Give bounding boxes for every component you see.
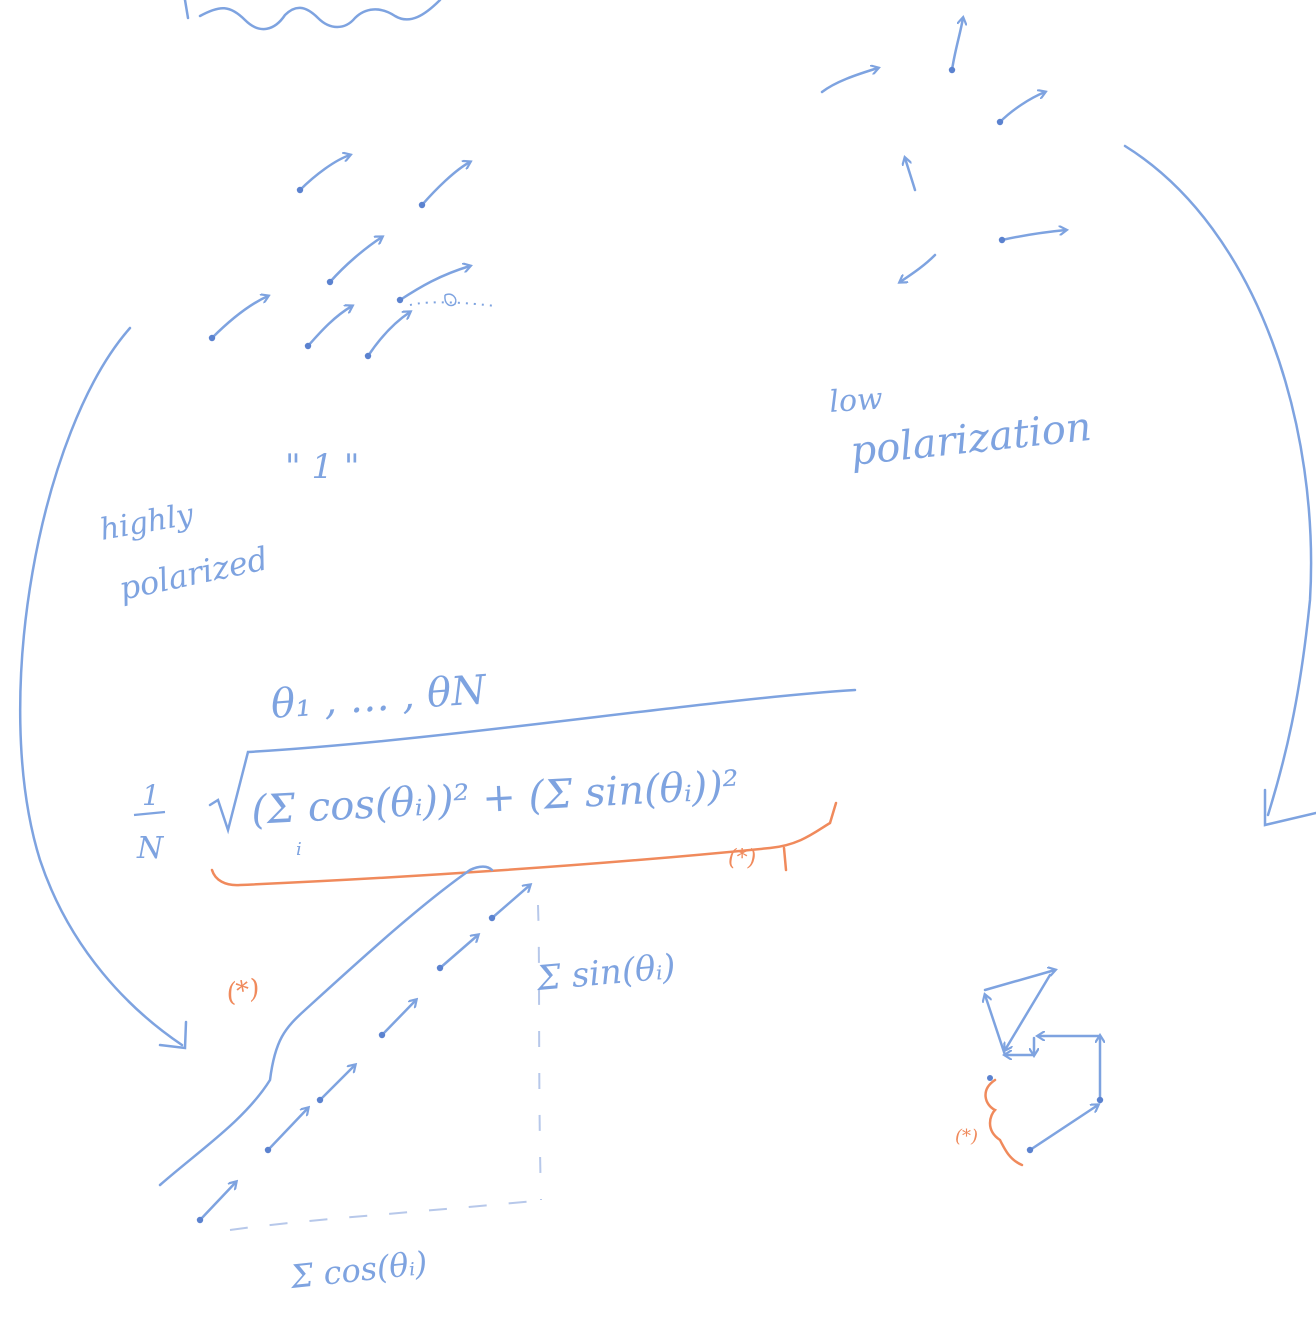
aligned-vector — [368, 312, 410, 356]
chained-vector — [320, 1065, 355, 1100]
one-quoted-label: " 1 " — [285, 447, 360, 487]
walk-step — [1005, 973, 1052, 1050]
orange-tail — [782, 846, 788, 872]
walk-step — [983, 970, 1055, 992]
chained-vectors — [200, 885, 530, 1220]
random-walk — [985, 970, 1100, 1150]
low-label-line2: polarization — [848, 404, 1093, 475]
angle-dotted-line — [409, 301, 496, 307]
chained-vector — [382, 1000, 416, 1035]
highly-label-line2: polarized — [116, 539, 271, 608]
fraction-denominator: N — [136, 831, 165, 866]
walk-step — [985, 995, 1007, 1057]
formula-body: (Σ cos(θᵢ))² + (Σ sin(θᵢ))² — [250, 762, 740, 833]
sum-index: i — [296, 839, 302, 860]
fraction-numerator: 1 — [142, 779, 160, 812]
chained-vector — [268, 1108, 308, 1150]
cos-sum-label: Σ cos(θᵢ) — [288, 1244, 429, 1296]
walk-orange-brace — [984, 1078, 1024, 1167]
star-marker-curve: (*) — [224, 974, 262, 1009]
chained-vector — [200, 1182, 236, 1220]
random-vector — [1002, 230, 1066, 240]
right-curve-arrowhead — [1263, 788, 1316, 827]
horizontal-component-dashed — [229, 1199, 546, 1231]
aligned-vector — [330, 237, 382, 282]
walk-step — [1030, 1105, 1098, 1150]
sqrt-sign — [208, 688, 857, 835]
theta-list: θ₁ , … , θN — [269, 667, 489, 728]
right-curve-arrow — [1123, 144, 1313, 817]
sin-sum-label: Σ sin(θᵢ) — [533, 947, 677, 999]
aligned-vector — [400, 266, 470, 300]
chained-vector — [492, 885, 530, 918]
random-vectors-cluster — [820, 18, 1066, 282]
polarization-formula: 1 N (Σ cos(θᵢ))² + (Σ sin(θᵢ))² i — [133, 688, 857, 866]
aligned-vector — [308, 306, 352, 346]
fraction-bar — [133, 810, 166, 817]
left-curve-arrow — [18, 326, 184, 1047]
random-vector — [820, 68, 878, 94]
aligned-vector — [212, 296, 268, 338]
star-marker-formula: (*) — [728, 846, 756, 871]
walk-dot — [987, 1075, 993, 1081]
orange-underbrace — [210, 801, 838, 887]
chained-vector — [440, 935, 478, 968]
aligned-vector — [422, 162, 470, 205]
angle-theta-mark — [444, 293, 457, 307]
random-vector — [1000, 92, 1045, 122]
highly-label-line1: highly — [97, 497, 197, 548]
aligned-vectors-cluster — [212, 155, 470, 356]
random-vector — [905, 158, 917, 192]
top-wave — [183, 0, 442, 31]
low-label-line1: low — [828, 381, 884, 420]
aligned-vector — [300, 155, 350, 190]
vertical-component-dashed — [537, 904, 542, 1201]
star-marker-walk: (*) — [955, 1126, 978, 1147]
random-vector — [952, 18, 963, 70]
left-curve-arrowhead — [158, 1020, 188, 1050]
random-vector — [900, 253, 937, 282]
resultant-long-curve — [158, 865, 494, 1187]
